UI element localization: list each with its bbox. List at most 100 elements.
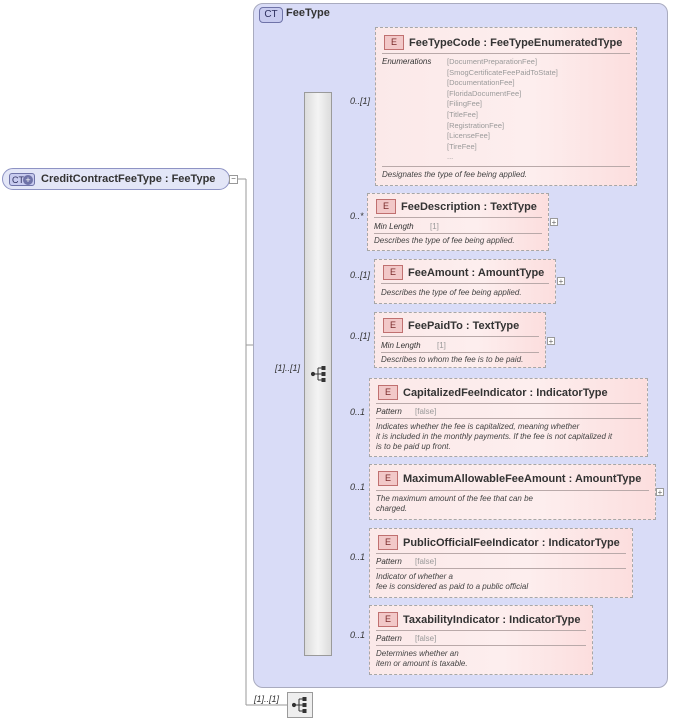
facet-value: [false]: [415, 407, 437, 416]
collapse-toggle[interactable]: −: [229, 175, 238, 184]
divider: [376, 403, 641, 404]
element-description: Describes the type of fee being applied.: [381, 288, 522, 297]
sequence-icon: [292, 697, 307, 713]
facet-label: Min Length: [374, 222, 414, 231]
element-feedescription[interactable]: E FeeDescription : TextType Min Length [1…: [367, 193, 549, 251]
divider: [376, 553, 626, 554]
description-line: item or amount is taxable.: [376, 659, 468, 668]
divider: [374, 217, 542, 218]
enumeration-value: [LicenseFee]: [447, 131, 490, 141]
enumeration-value: [DocumentationFee]: [447, 78, 515, 88]
element-description: Describes the type of fee being applied.: [374, 236, 515, 245]
facet-label: Pattern: [376, 407, 402, 416]
description-line: is to be paid up front.: [376, 442, 451, 451]
enumeration-value: [SmogCertificateFeePaidToState]: [447, 67, 558, 77]
divider: [381, 283, 549, 284]
occurrence-label: 0..*: [350, 211, 364, 221]
description-line: Indicator of whether a: [376, 572, 453, 581]
divider: [381, 336, 539, 337]
divider: [376, 568, 626, 569]
element-name: FeeDescription : TextType: [401, 200, 537, 213]
divider: [382, 166, 630, 167]
divider: [376, 490, 649, 491]
element-badge: E: [384, 35, 404, 51]
divider: [382, 53, 630, 54]
root-element-creditcontractfeetype[interactable]: CT+ CreditContractFeeType : FeeType: [2, 168, 230, 190]
description-line: fee is considered as paid to a public of…: [376, 582, 529, 591]
element-name: FeeTypeCode : FeeTypeEnumeratedType: [409, 36, 623, 49]
facet-value: [false]: [415, 557, 437, 566]
element-capitalizedfeeindicator[interactable]: E CapitalizedFeeIndicator : IndicatorType…: [369, 378, 648, 457]
divider: [374, 233, 542, 234]
element-description: Indicates whether the fee is capitalized…: [376, 422, 641, 452]
enumeration-value: ...: [447, 152, 454, 162]
occurrence-label: 0..1: [350, 552, 366, 562]
complex-type-badge: CT+: [9, 173, 35, 186]
expand-button[interactable]: +: [656, 488, 664, 497]
divider: [376, 418, 641, 419]
facet-label: Enumerations: [382, 57, 432, 66]
element-badge: E: [383, 318, 403, 334]
enumeration-value: [TireFee]: [447, 141, 477, 151]
element-taxabilityindicator[interactable]: E TaxabilityIndicator : IndicatorType Pat…: [369, 605, 593, 675]
facet-label: Pattern: [376, 634, 402, 643]
enumeration-value: [FilingFee]: [447, 99, 483, 109]
facet-label: Pattern: [376, 557, 402, 566]
element-description: Indicator of whether a fee is considered…: [376, 572, 626, 592]
element-badge: E: [378, 535, 398, 551]
element-feepaidto[interactable]: E FeePaidTo : TextType Min Length [1] Des…: [374, 312, 546, 368]
element-badge: E: [376, 199, 396, 215]
enumeration-value: [RegistrationFee]: [447, 120, 505, 130]
occurrence-label: 0..[1]: [350, 270, 371, 280]
element-description: Determines whether an item or amount is …: [376, 649, 586, 669]
element-badge: E: [378, 612, 398, 628]
element-description: Describes to whom the fee is to be paid.: [381, 355, 524, 364]
sequence-node-bottom[interactable]: [287, 692, 313, 718]
occurrence-label: 0..1: [350, 482, 366, 492]
enumeration-value: [FloridaDocumentFee]: [447, 88, 522, 98]
facet-label: Min Length: [381, 341, 421, 350]
occurrence-label: 0..[1]: [350, 331, 371, 341]
enumeration-list: [DocumentPreparationFee] [SmogCertificat…: [447, 57, 558, 163]
enumeration-value: [TitleFee]: [447, 109, 478, 119]
element-description: The maximum amount of the fee that can b…: [376, 494, 649, 514]
element-name: TaxabilityIndicator : IndicatorType: [403, 613, 581, 626]
element-name: PublicOfficialFeeIndicator : IndicatorTy…: [403, 536, 620, 549]
description-line: it is included in the monthly payments. …: [376, 432, 613, 441]
element-name: MaximumAllowableFeeAmount : AmountType: [403, 472, 642, 485]
plus-icon: +: [23, 175, 33, 185]
occurrence-label: 0..1: [350, 630, 366, 640]
facet-value: [false]: [415, 634, 437, 643]
description-line: Determines whether an: [376, 649, 459, 658]
occurrence-label: 0..[1]: [350, 96, 371, 106]
description-line: The maximum amount of the fee that can b…: [376, 494, 533, 503]
container-title: FeeType: [286, 7, 330, 19]
expand-button[interactable]: +: [557, 277, 565, 286]
expand-button[interactable]: +: [550, 218, 558, 227]
element-name: CapitalizedFeeIndicator : IndicatorType: [403, 386, 608, 399]
element-feetypecode[interactable]: E FeeTypeCode : FeeTypeEnumeratedType Enu…: [375, 27, 637, 186]
element-publicofficialfeeindicator[interactable]: E PublicOfficialFeeIndicator : IndicatorT…: [369, 528, 633, 598]
element-badge: E: [383, 265, 403, 281]
occurrence-label: 0..1: [350, 407, 366, 417]
enumeration-value: [DocumentPreparationFee]: [447, 57, 538, 66]
complex-type-badge: CT: [259, 7, 283, 23]
expand-button[interactable]: +: [547, 337, 555, 346]
root-element-label: CreditContractFeeType : FeeType: [41, 173, 216, 185]
element-badge: E: [378, 471, 398, 487]
element-badge: E: [378, 385, 398, 401]
description-line: charged.: [376, 504, 408, 513]
divider: [381, 352, 539, 353]
divider: [376, 645, 586, 646]
element-description: Designates the type of fee being applied…: [382, 170, 527, 179]
facet-value: [1]: [430, 222, 439, 231]
description-line: Indicates whether the fee is capitalized…: [376, 422, 580, 431]
element-name: FeePaidTo : TextType: [408, 319, 520, 332]
facet-value: [1]: [437, 341, 446, 350]
sequence-icon: [311, 366, 326, 382]
sequence-occurrence: [1]..[1]: [275, 363, 301, 373]
bottom-sequence-occurrence: [1]..[1]: [254, 694, 280, 704]
divider: [376, 630, 586, 631]
